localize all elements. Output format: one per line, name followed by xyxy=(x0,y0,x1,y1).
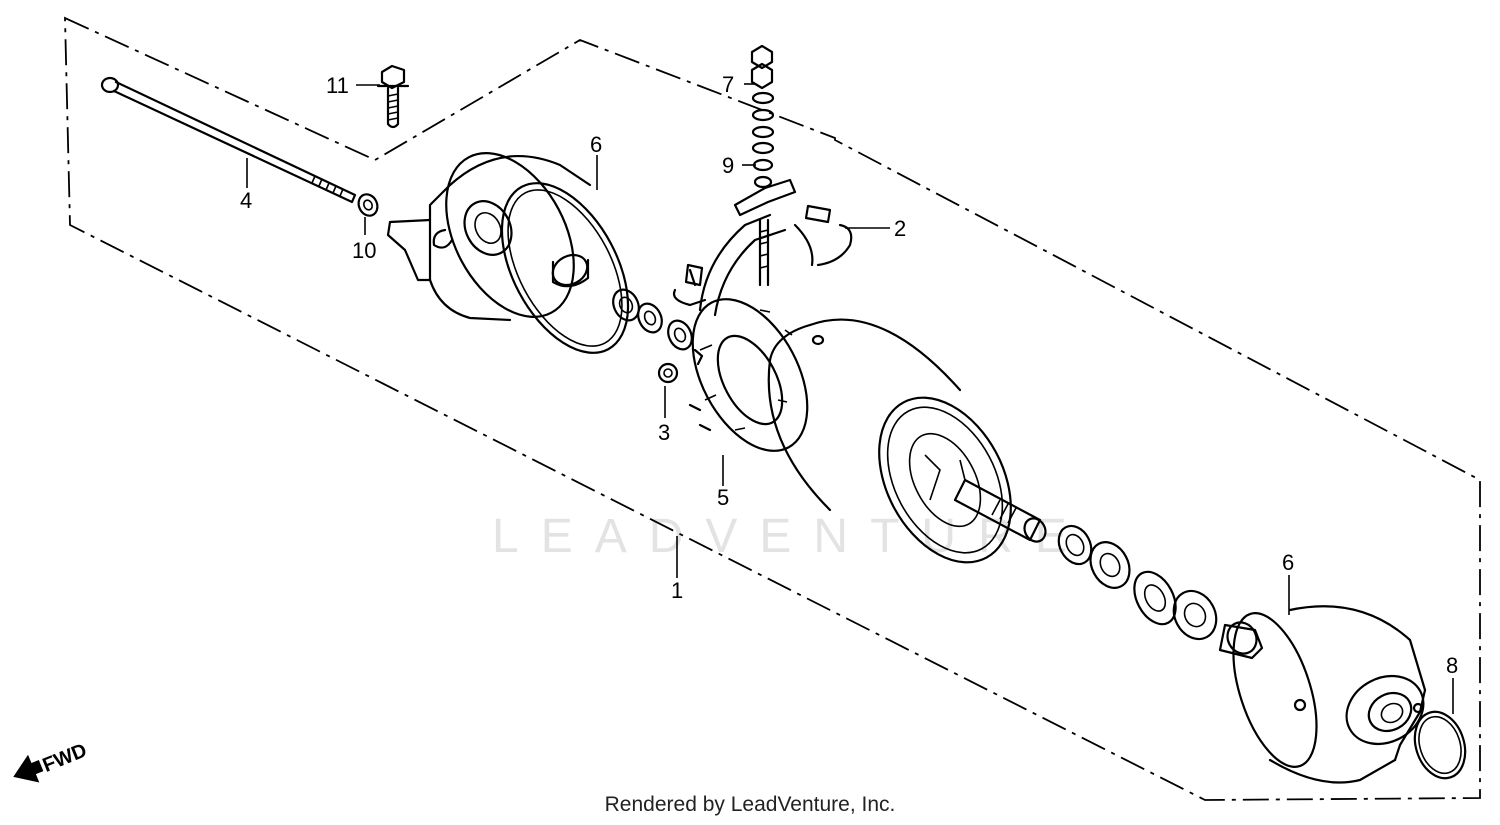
fwd-arrow-icon xyxy=(13,754,44,783)
callout-2: 2 xyxy=(894,216,906,241)
callout-4: 4 xyxy=(240,188,252,213)
part-3-brush[interactable] xyxy=(657,362,679,384)
leader-lines xyxy=(246,83,1454,714)
callout-1: 1 xyxy=(671,578,683,603)
part-5-brush-holder-plate[interactable] xyxy=(669,280,831,470)
callout-3: 3 xyxy=(658,420,670,445)
footer-credit: Rendered by LeadVenture, Inc. xyxy=(604,793,896,816)
part-6-o-ring-rear[interactable] xyxy=(476,162,654,373)
callout-8: 8 xyxy=(1446,653,1458,678)
part-4-through-bolt[interactable] xyxy=(100,76,357,204)
front-bracket-housing[interactable] xyxy=(1268,605,1435,784)
callout-10: 10 xyxy=(352,238,376,263)
washer-stack-rear[interactable] xyxy=(608,285,696,353)
part-11-bolt[interactable] xyxy=(376,64,410,129)
callout-9: 9 xyxy=(722,153,734,178)
fwd-arrow: FWD xyxy=(13,739,90,783)
callout-6-upper: 6 xyxy=(590,132,602,157)
yoke-housing[interactable] xyxy=(767,318,1038,585)
callout-7: 7 xyxy=(722,72,734,97)
fwd-label: FWD xyxy=(40,739,90,776)
assembly-boundary xyxy=(64,16,1481,801)
part-2-brush-terminal-set[interactable] xyxy=(672,178,853,317)
rear-bracket-housing[interactable] xyxy=(386,131,600,338)
callout-5: 5 xyxy=(717,485,729,510)
part-7-nut-and-washers[interactable] xyxy=(750,44,775,189)
part-8-o-ring[interactable] xyxy=(1407,705,1474,785)
part-10-washer[interactable] xyxy=(355,191,381,219)
washer-stack-front[interactable] xyxy=(1052,520,1264,660)
armature-shaft[interactable] xyxy=(953,478,1049,545)
part-6-o-ring-front[interactable] xyxy=(1217,603,1333,777)
callout-6-lower: 6 xyxy=(1282,550,1294,575)
callout-11: 11 xyxy=(326,73,349,98)
watermark: LEADVENTURE xyxy=(492,510,1089,563)
